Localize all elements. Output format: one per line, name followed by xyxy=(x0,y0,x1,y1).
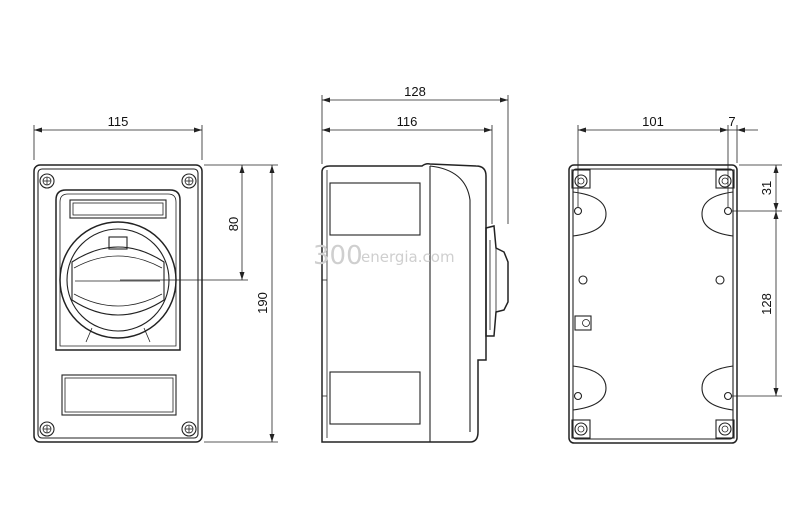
mount-hole-mid-left xyxy=(578,275,588,285)
screw-bottom-right xyxy=(181,421,197,437)
front-label-window-bottom-inner xyxy=(64,377,174,413)
screw-top-right xyxy=(181,173,197,189)
watermark-text: energia.com xyxy=(361,248,455,266)
switch-guard-frame xyxy=(55,189,181,351)
dim-edge-offset-label: 7 xyxy=(728,114,735,129)
back-screw-bottom-right xyxy=(715,419,735,439)
mount-hole-bottom-left xyxy=(573,391,583,401)
front-housing-outline xyxy=(33,164,203,443)
back-housing-outline xyxy=(568,164,738,444)
side-label-window-bottom xyxy=(329,371,421,425)
side-cover-curve xyxy=(429,165,471,432)
mount-boss-top-right xyxy=(701,191,734,237)
screw-top-left xyxy=(39,173,55,189)
mount-hole-bottom-right xyxy=(723,391,733,401)
front-view: 115 80 190 xyxy=(33,114,278,443)
dim-hole-spacing-w-label: 101 xyxy=(642,114,664,129)
mount-boss-bottom-left xyxy=(572,365,607,411)
knob-indicator-tab xyxy=(108,236,128,250)
dim-top-offset-label: 31 xyxy=(759,181,774,195)
front-housing-inner xyxy=(37,168,199,439)
front-label-window-top xyxy=(69,199,167,219)
switch-guard-inner xyxy=(59,193,177,347)
earth-terminal xyxy=(574,315,592,331)
side-view: 128 116 xyxy=(321,84,509,443)
screw-bottom-left xyxy=(39,421,55,437)
back-screw-top-right xyxy=(715,169,735,189)
watermark: 300 energia.com xyxy=(313,241,455,271)
rotary-switch-knob xyxy=(59,221,177,343)
side-housing-outline xyxy=(321,163,487,443)
dim-width-label: 115 xyxy=(108,114,129,129)
dim-switch-offset-label: 80 xyxy=(226,217,241,231)
knob-grip xyxy=(71,246,165,316)
mount-hole-top-left xyxy=(573,206,583,216)
back-view: 101 7 31 128 xyxy=(568,114,782,444)
dim-body-depth-label: 116 xyxy=(397,114,418,129)
mount-hole-mid-right xyxy=(715,275,725,285)
front-label-window-top-inner xyxy=(72,202,164,216)
mount-boss-top-left xyxy=(572,191,607,237)
back-screw-bottom-left xyxy=(571,419,591,439)
dim-hole-spacing-h-label: 128 xyxy=(759,293,774,315)
side-knob-profile xyxy=(485,225,509,337)
dim-depth-label: 128 xyxy=(404,84,426,99)
dim-height-label: 190 xyxy=(255,292,270,314)
mount-hole-top-right xyxy=(723,206,733,216)
side-label-window-top xyxy=(329,182,421,236)
back-screw-top-left xyxy=(571,169,591,189)
front-label-window-bottom xyxy=(61,374,177,416)
back-housing-inner xyxy=(572,168,734,440)
watermark-number: 300 xyxy=(313,241,363,271)
mount-boss-bottom-right xyxy=(701,365,734,411)
